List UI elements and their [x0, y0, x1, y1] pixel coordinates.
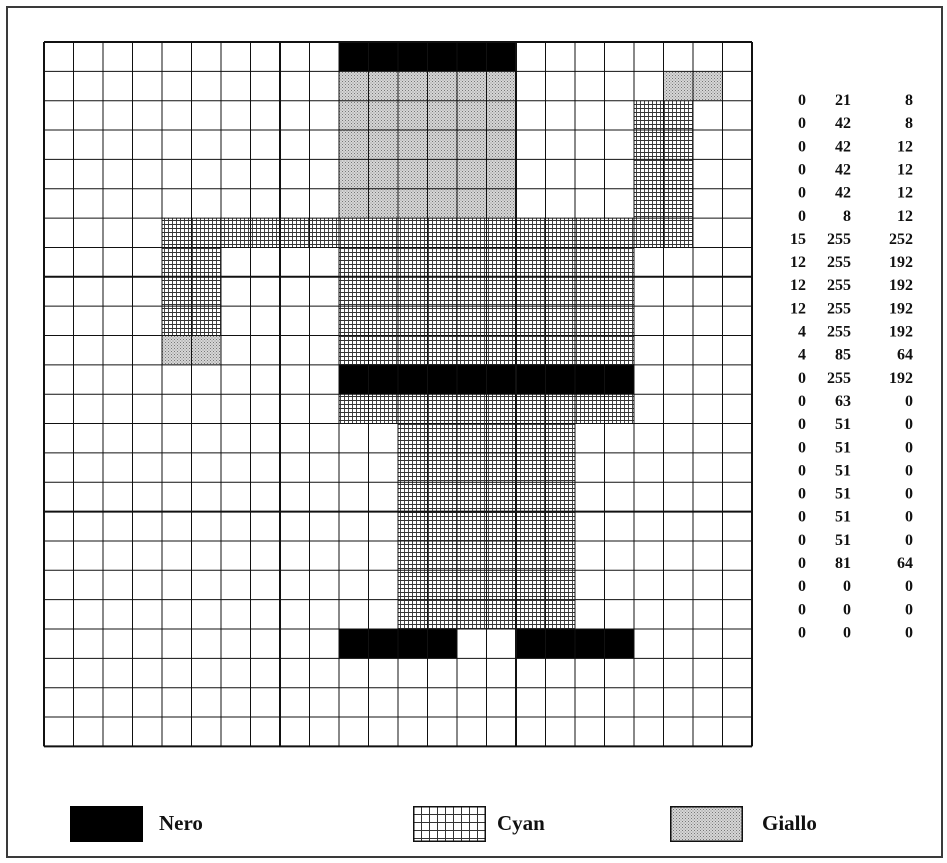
value-col-1: 0 — [798, 555, 806, 572]
value-col-2: 255 — [827, 324, 851, 341]
value-col-1: 12 — [790, 300, 806, 317]
value-col-2: 8 — [843, 208, 851, 225]
legend-label-giallo: Giallo — [762, 811, 817, 836]
value-col-3: 0 — [905, 486, 913, 503]
value-col-1: 0 — [798, 624, 806, 641]
value-col-1: 12 — [790, 254, 806, 271]
value-col-3: 12 — [897, 208, 913, 225]
value-col-2: 255 — [827, 231, 851, 248]
value-col-3: 0 — [905, 462, 913, 479]
value-col-1: 0 — [798, 578, 806, 595]
value-col-1: 4 — [798, 347, 806, 364]
value-col-1: 0 — [798, 462, 806, 479]
value-col-1: 12 — [790, 277, 806, 294]
value-col-2: 42 — [835, 161, 851, 178]
value-col-3: 64 — [897, 555, 913, 572]
value-col-2: 63 — [835, 393, 851, 410]
value-col-1: 0 — [798, 185, 806, 202]
value-col-3: 0 — [905, 624, 913, 641]
value-col-1: 4 — [798, 324, 806, 341]
value-col-3: 192 — [889, 300, 913, 317]
value-col-1: 0 — [798, 509, 806, 526]
value-col-3: 64 — [897, 347, 913, 364]
value-col-3: 0 — [905, 532, 913, 549]
value-col-2: 0 — [843, 578, 851, 595]
value-col-2: 51 — [835, 486, 851, 503]
value-col-3: 192 — [889, 324, 913, 341]
value-col-3: 0 — [905, 509, 913, 526]
value-col-1: 0 — [798, 370, 806, 387]
value-col-2: 81 — [835, 555, 851, 572]
value-col-2: 255 — [827, 277, 851, 294]
value-col-2: 0 — [843, 624, 851, 641]
value-col-3: 192 — [889, 277, 913, 294]
value-col-2: 255 — [827, 370, 851, 387]
legend-swatch-black — [70, 806, 143, 842]
value-col-2: 51 — [835, 532, 851, 549]
value-col-2: 51 — [835, 509, 851, 526]
value-col-1: 0 — [798, 138, 806, 155]
value-col-3: 192 — [889, 370, 913, 387]
value-col-1: 0 — [798, 208, 806, 225]
value-col-1: 0 — [798, 161, 806, 178]
value-col-2: 51 — [835, 439, 851, 456]
value-col-3: 0 — [905, 439, 913, 456]
value-col-3: 0 — [905, 578, 913, 595]
value-col-1: 0 — [798, 393, 806, 410]
legend-label-cyan: Cyan — [497, 811, 545, 836]
value-col-2: 42 — [835, 185, 851, 202]
value-col-3: 12 — [897, 138, 913, 155]
value-col-3: 0 — [905, 601, 913, 618]
legend-swatch-cyan — [413, 806, 486, 842]
value-col-3: 252 — [889, 231, 913, 248]
value-col-3: 8 — [905, 92, 913, 109]
value-col-2: 42 — [835, 138, 851, 155]
value-col-3: 12 — [897, 185, 913, 202]
value-col-3: 192 — [889, 254, 913, 271]
value-col-3: 0 — [905, 416, 913, 433]
value-col-1: 0 — [798, 92, 806, 109]
value-col-2: 0 — [843, 601, 851, 618]
legend-label-nero: Nero — [159, 811, 203, 836]
value-col-2: 255 — [827, 300, 851, 317]
value-col-1: 0 — [798, 486, 806, 503]
value-col-2: 21 — [835, 92, 851, 109]
value-col-2: 51 — [835, 416, 851, 433]
value-col-3: 8 — [905, 115, 913, 132]
value-col-1: 0 — [798, 532, 806, 549]
value-col-1: 15 — [790, 231, 806, 248]
value-col-1: 0 — [798, 416, 806, 433]
value-col-2: 85 — [835, 347, 851, 364]
legend-swatch-yellow — [670, 806, 743, 842]
value-col-1: 0 — [798, 439, 806, 456]
value-col-2: 42 — [835, 115, 851, 132]
value-col-3: 0 — [905, 393, 913, 410]
value-col-2: 51 — [835, 462, 851, 479]
value-col-1: 0 — [798, 115, 806, 132]
value-col-2: 255 — [827, 254, 851, 271]
value-col-1: 0 — [798, 601, 806, 618]
value-col-3: 12 — [897, 161, 913, 178]
